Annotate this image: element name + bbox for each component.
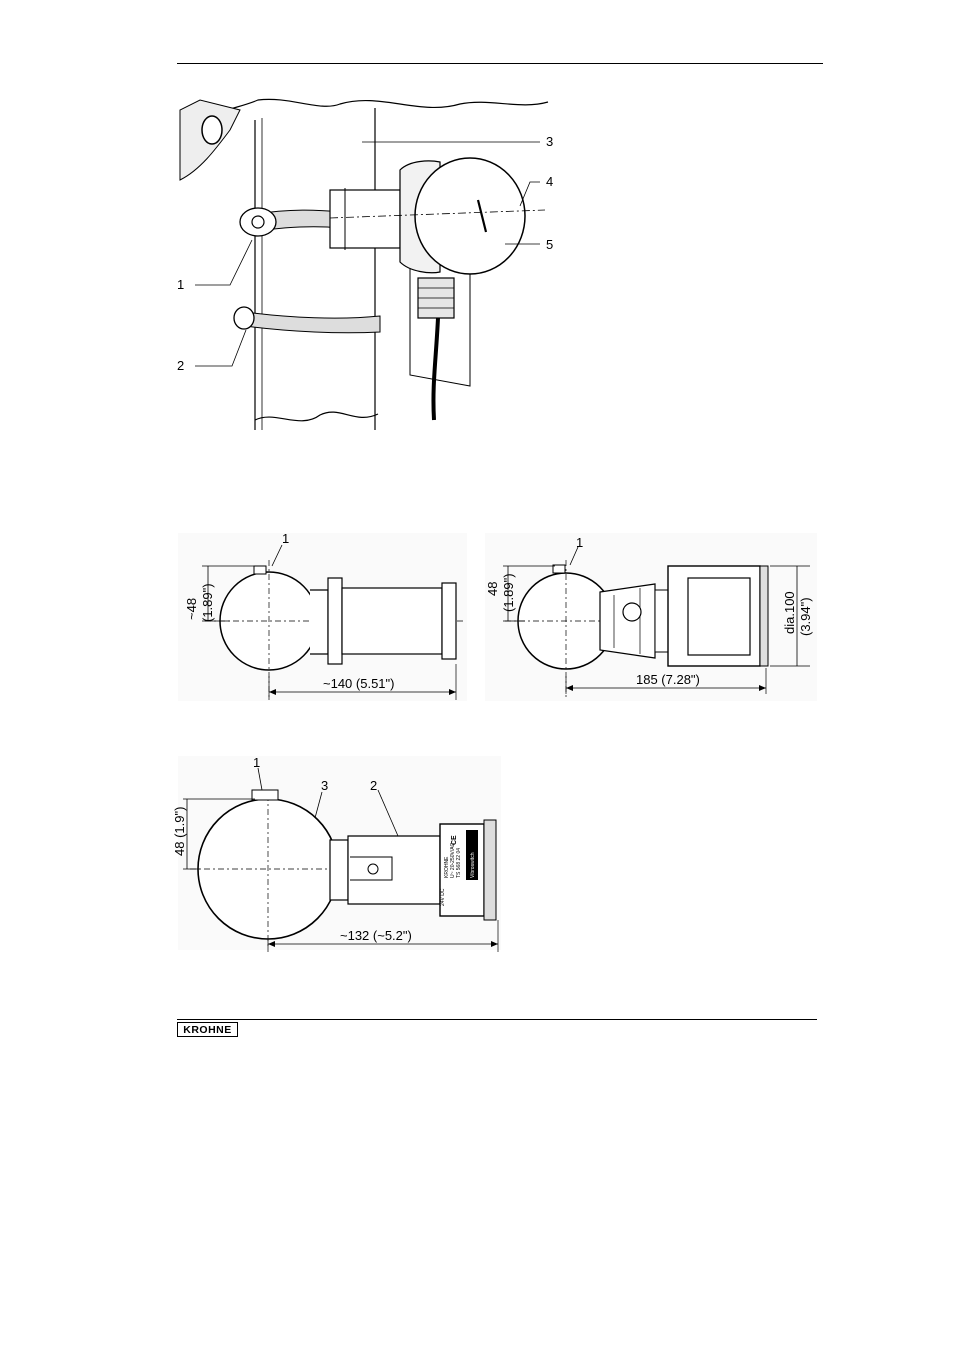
figure-4-callout-1: 1 [253,755,260,770]
nameplate-line-5: 24V DC [440,888,446,906]
nameplate-line-1: Vibroswitch [470,852,476,878]
nameplate-line-4: KROHNE [444,856,450,878]
figure-4-dim-height: 48 (1.9") [172,807,187,856]
footer-rule [177,1019,817,1020]
nameplate-line-3: U~ 20-250V/AC [450,842,456,878]
krohne-logo: KROHNE [177,1022,238,1037]
figure-4-callout-2: 2 [370,778,377,793]
figure-4-callout-3: 3 [321,778,328,793]
figure-4-dim-length: ~132 (~5.2") [340,928,412,943]
nameplate-line-2: TS 568 22 04 [456,848,462,878]
ce-mark: CE [451,835,458,845]
